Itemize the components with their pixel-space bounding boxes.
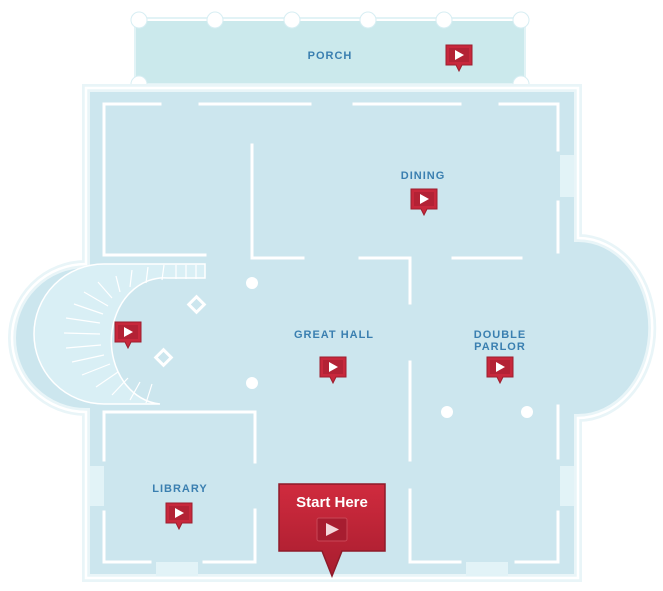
library-play-marker[interactable] (164, 502, 194, 530)
play-marker-icon (410, 188, 438, 216)
staircase (33, 263, 207, 405)
play-marker-icon (114, 321, 142, 349)
room-label-porch: PORCH (307, 50, 353, 62)
room-label-dining: DINING (400, 170, 446, 182)
room-label-great-hall: GREAT HALL (293, 329, 375, 341)
staircase-play-marker[interactable] (113, 321, 143, 349)
double-parlor-play-marker[interactable] (485, 356, 515, 384)
play-icon (326, 523, 339, 536)
columns (246, 277, 533, 418)
room-label-library: LIBRARY (152, 483, 208, 495)
great-hall-play-marker[interactable] (318, 356, 348, 384)
play-marker-icon (319, 356, 347, 384)
start-callout-shape (278, 483, 386, 578)
interior-walls (102, 102, 560, 564)
porch-play-marker[interactable] (444, 44, 474, 72)
play-marker-icon (486, 356, 514, 384)
play-marker-icon (445, 44, 473, 72)
start-here-button[interactable]: Start Here (278, 483, 386, 578)
play-marker-icon (165, 502, 193, 530)
start-here-label: Start Here (296, 494, 368, 511)
dining-play-marker[interactable] (409, 188, 439, 216)
room-label-double-parlor: DOUBLE PARLOR (473, 329, 527, 353)
window-bays (90, 155, 574, 576)
house-outline (8, 84, 657, 582)
